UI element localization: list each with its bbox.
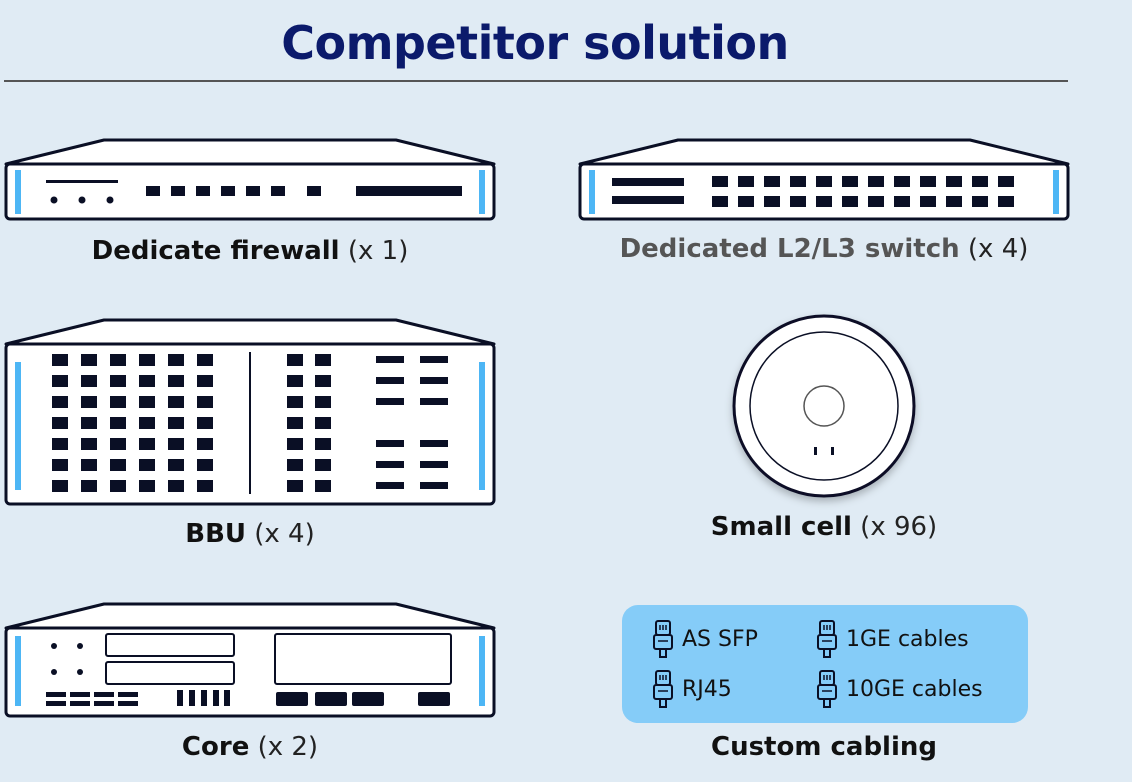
bbu-count: (x 4) — [254, 519, 315, 549]
bbu-name: BBU — [185, 519, 246, 549]
switch-caption: Dedicated L2/L3 switch (x 4) — [578, 234, 1070, 264]
small-cell-icon — [732, 314, 916, 498]
ethernet-plug-icon — [653, 670, 673, 708]
cable-label: RJ45 — [682, 676, 732, 702]
firewall-name: Dedicate firewall — [91, 236, 340, 266]
bbu-device-icon — [4, 318, 496, 506]
switch-name: Dedicated L2/L3 switch — [619, 234, 960, 264]
cabling-caption: Custom cabling — [578, 732, 1070, 762]
cable-item-as-sfp: AS SFP — [652, 619, 758, 659]
cable-item-rj45: RJ45 — [652, 669, 732, 709]
firewall-device-icon — [4, 138, 496, 221]
small-cell-caption: Small cell (x 96) — [578, 512, 1070, 542]
switch-count: (x 4) — [967, 234, 1029, 264]
cable-label: AS SFP — [682, 626, 758, 652]
core-count: (x 2) — [257, 732, 319, 762]
cable-label: 1GE cables — [846, 626, 969, 652]
switch-device-icon — [578, 138, 1070, 221]
core-name: Core — [181, 732, 250, 762]
firewall-count: (x 1) — [347, 236, 409, 266]
cable-label: 10GE cables — [846, 676, 983, 702]
cable-item-10ge: 10GE cables — [816, 669, 983, 709]
cable-item-1ge: 1GE cables — [816, 619, 969, 659]
title-divider — [4, 80, 1068, 82]
page-title: Competitor solution — [281, 16, 789, 70]
cabling-caption-text: Custom cabling — [710, 732, 937, 762]
small-cell-count: (x 96) — [860, 512, 938, 542]
bbu-caption: BBU (x 4) — [4, 519, 496, 549]
ethernet-plug-icon — [817, 620, 837, 658]
firewall-caption: Dedicate firewall (x 1) — [4, 236, 496, 266]
ethernet-plug-icon — [653, 620, 673, 658]
cabling-panel: AS SFP RJ45 1GE cables — [622, 605, 1028, 723]
small-cell-name: Small cell — [710, 512, 852, 542]
core-device-icon — [4, 602, 496, 718]
ethernet-plug-icon — [817, 670, 837, 708]
core-caption: Core (x 2) — [4, 732, 496, 762]
